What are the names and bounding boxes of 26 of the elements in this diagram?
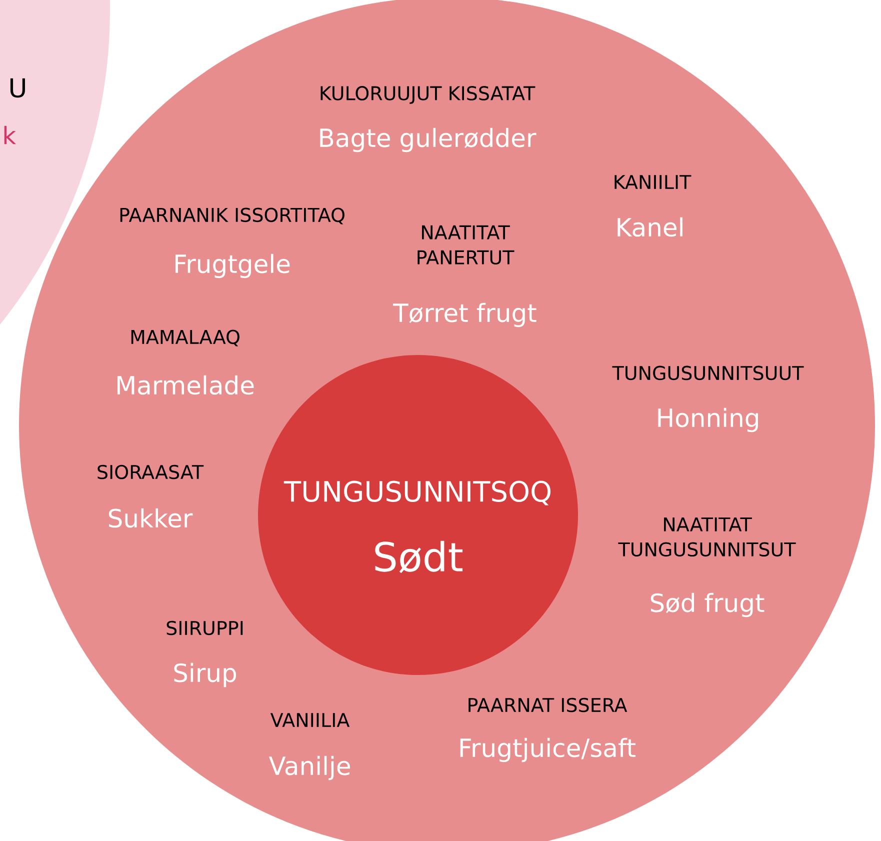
item-label: Marmelade bbox=[117, 375, 254, 395]
item-heading: VANIILIA bbox=[270, 713, 350, 727]
item-heading: KULORUUJUT KISSATAT bbox=[320, 86, 536, 104]
item-label: Frugtjuice/saft bbox=[460, 738, 636, 762]
centre-label: Sødt bbox=[375, 540, 463, 574]
item-label: Sukker bbox=[108, 508, 193, 528]
item-label: Kanel bbox=[618, 217, 682, 237]
centre-heading: TUNGUSUNNITSOQ bbox=[284, 480, 550, 506]
cut-off-text: U bbox=[10, 78, 25, 98]
item-label: Frugtgele bbox=[175, 254, 290, 278]
item-heading: PAARNAT ISSERA bbox=[468, 698, 628, 712]
item-heading: NAATITAT PANERTUT bbox=[418, 225, 514, 265]
item-label: Sirup bbox=[174, 662, 236, 688]
item-label: Honning bbox=[658, 408, 758, 432]
item-heading: MAMALAAQ bbox=[131, 330, 240, 346]
item-heading: SIORAASAT bbox=[98, 464, 204, 480]
item-heading: KANIILIT bbox=[614, 175, 692, 189]
item-label: Vanilje bbox=[268, 756, 350, 780]
item-heading: NAATITAT TUNGUSUNNITSUT bbox=[618, 517, 796, 557]
item-heading: PAARNANIK ISSORTITAQ bbox=[120, 208, 344, 224]
item-label: Bagte gulerødder bbox=[320, 128, 536, 152]
item-heading: TUNGUSUNNITSUUT bbox=[612, 366, 804, 380]
cut-off-text: k bbox=[4, 126, 16, 144]
item-label: Tørret frugt bbox=[393, 302, 536, 328]
item-label: Sød frugt bbox=[650, 592, 764, 618]
item-heading: SIIRUPPI bbox=[166, 620, 243, 636]
